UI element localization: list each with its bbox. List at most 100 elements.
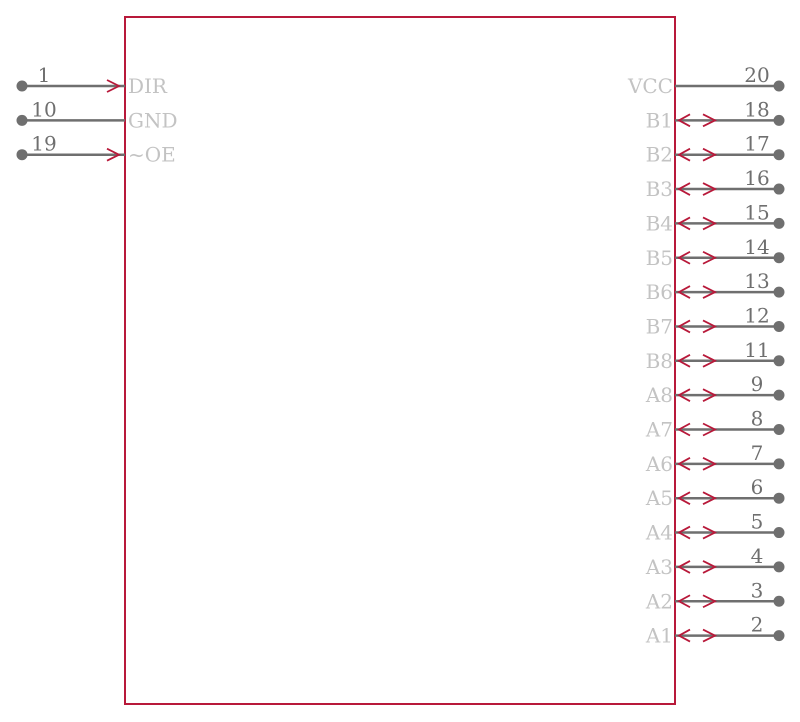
component-body: [124, 16, 676, 705]
pin-label: A3: [645, 555, 673, 579]
pin-number: 9: [751, 372, 764, 396]
pin-number: 6: [751, 475, 764, 499]
pin-number: 7: [751, 441, 764, 465]
pin-a3: 4 A3: [645, 544, 785, 579]
pin-b4: 15 B4: [646, 200, 785, 235]
pin-label: A6: [645, 452, 673, 476]
pin-number: 5: [751, 510, 764, 534]
bidirectional-arrow-icon: [677, 388, 718, 402]
pin-end-dot: [773, 355, 785, 367]
input-arrow-icon: [106, 147, 122, 162]
pin-b8: 11 B8: [646, 338, 785, 373]
pin-end-dot: [773, 217, 785, 229]
pin-number: 13: [744, 269, 769, 293]
bidirectional-arrow-icon: [677, 147, 718, 162]
pin-end-dot: [773, 320, 785, 332]
pin-number: 20: [744, 63, 769, 87]
pin-label: B3: [646, 177, 673, 201]
pin-number: 17: [744, 132, 769, 156]
pin-gnd: 10 GND: [16, 97, 178, 132]
pin-number: 19: [31, 132, 56, 156]
bidirectional-arrow-icon: [677, 628, 718, 643]
pin-b2: 17 B2: [646, 132, 785, 167]
pin-end-dot: [773, 183, 785, 195]
pin-number: 18: [744, 97, 769, 121]
pin-a5: 6 A5: [645, 475, 785, 510]
pin-b1: 18 B1: [646, 97, 785, 132]
bidirectional-arrow-icon: [677, 319, 718, 334]
pin-a6: 7 A6: [645, 441, 785, 476]
pin-number: 16: [744, 166, 769, 190]
pin-label: A8: [645, 383, 673, 407]
pin-end-dot: [16, 80, 28, 92]
bidirectional-arrow-icon: [677, 560, 718, 574]
pin-number: 8: [751, 407, 764, 431]
pin-number: 4: [751, 544, 764, 568]
pin-end-dot: [773, 561, 785, 573]
pin-a2: 3 A2: [645, 578, 785, 613]
bidirectional-arrow-icon: [677, 491, 718, 506]
pin-end-dot: [773, 389, 785, 401]
pin-end-dot: [773, 114, 785, 126]
bidirectional-arrow-icon: [677, 182, 718, 196]
pin-end-dot: [773, 252, 785, 264]
pin-number: 15: [744, 200, 769, 224]
pin-label: B8: [646, 349, 673, 373]
bidirectional-arrow-icon: [677, 285, 718, 299]
input-arrow-icon: [106, 79, 122, 93]
pin-b6: 13 B6: [646, 269, 785, 304]
bidirectional-arrow-icon: [677, 457, 718, 471]
pin-label: GND: [128, 108, 178, 132]
pin-number: 10: [31, 97, 56, 121]
pin-end-dot: [773, 595, 785, 607]
pin-number: 14: [744, 235, 769, 259]
pin-oe: 19 ~OE: [16, 132, 176, 167]
pin-label: A7: [645, 418, 673, 442]
pin-end-dot: [773, 80, 785, 92]
pin-vcc: 20 VCC: [627, 63, 785, 98]
pin-label: B2: [646, 143, 673, 167]
pin-a4: 5 A4: [645, 510, 785, 545]
bidirectional-arrow-icon: [677, 250, 718, 265]
bidirectional-arrow-icon: [677, 525, 718, 540]
pin-end-dot: [773, 149, 785, 161]
pin-label: ~OE: [128, 143, 176, 167]
pin-end-dot: [773, 458, 785, 470]
pin-end-dot: [773, 492, 785, 504]
pin-number: 2: [751, 613, 764, 637]
bidirectional-arrow-icon: [677, 422, 718, 437]
pin-label: A1: [645, 624, 673, 648]
bidirectional-arrow-icon: [677, 113, 718, 128]
pin-number: 3: [751, 578, 764, 602]
bidirectional-arrow-icon: [677, 353, 718, 368]
pin-end-dot: [773, 630, 785, 642]
pin-end-dot: [16, 114, 28, 126]
pin-label: A4: [645, 521, 673, 545]
right-pin-group: 20 VCC 18 B1 17 B2 16 B3 15 B4 14 B5 13 B6 12 B7 11 B8 9 A8…: [627, 63, 785, 648]
pin-end-dot: [773, 286, 785, 298]
pin-end-dot: [16, 149, 28, 161]
pin-label: B6: [646, 280, 673, 304]
pin-label: A5: [645, 486, 673, 510]
pin-label: B1: [646, 108, 673, 132]
pin-a8: 9 A8: [645, 372, 785, 407]
pin-end-dot: [773, 527, 785, 539]
pin-number: 1: [38, 63, 51, 87]
pin-label: B5: [646, 246, 673, 270]
bidirectional-arrow-icon: [677, 594, 718, 609]
pin-a7: 8 A7: [645, 407, 785, 442]
pin-label: B7: [646, 314, 673, 338]
pin-b5: 14 B5: [646, 235, 785, 270]
pin-label: B4: [646, 211, 673, 235]
pin-label: VCC: [627, 74, 673, 98]
pin-number: 11: [744, 338, 769, 362]
pin-number: 12: [744, 303, 769, 327]
bidirectional-arrow-icon: [677, 216, 718, 231]
pin-a1: 2 A1: [645, 613, 785, 648]
pin-label: A2: [645, 589, 673, 613]
pin-b3: 16 B3: [646, 166, 785, 201]
pin-b7: 12 B7: [646, 303, 785, 338]
